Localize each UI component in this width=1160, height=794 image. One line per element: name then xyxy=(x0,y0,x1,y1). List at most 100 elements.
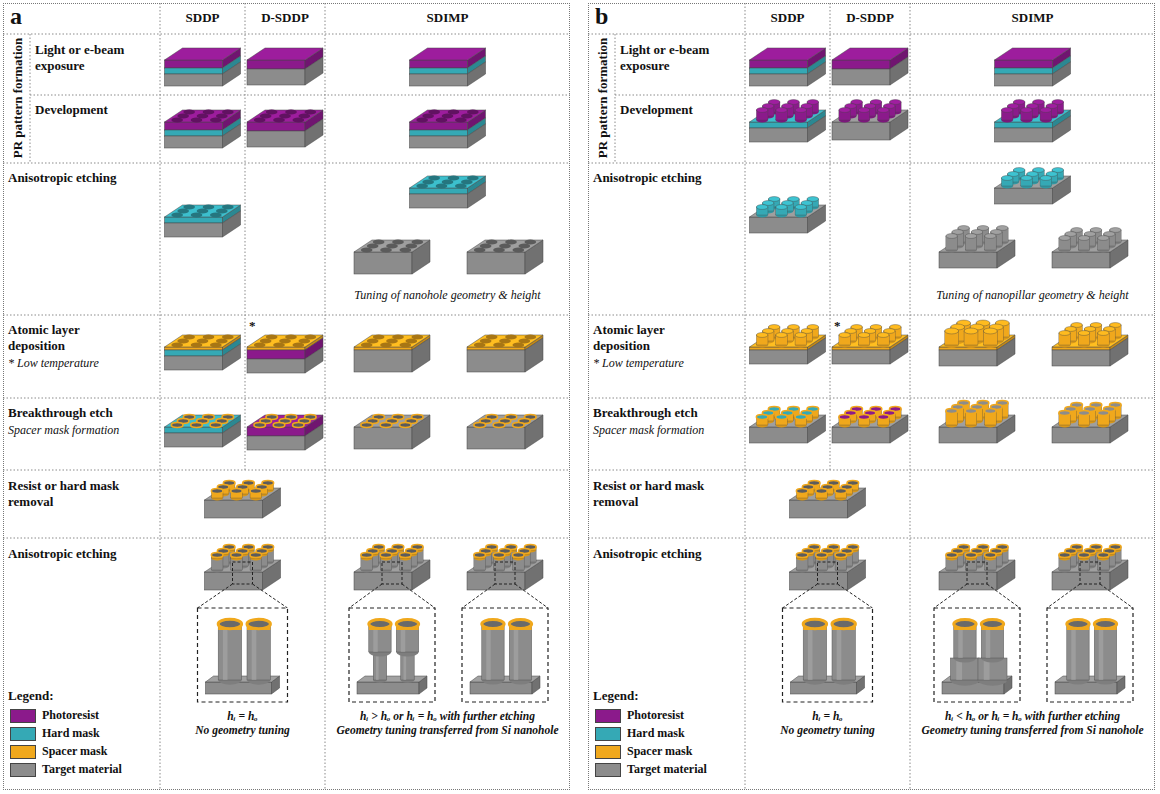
illustration-shape xyxy=(247,335,323,347)
row-label: Breakthrough etch xyxy=(593,405,743,421)
column-header: SDIMP xyxy=(325,10,570,26)
illustration-shape xyxy=(210,118,222,123)
illustration-shape xyxy=(247,131,305,147)
illustration-shape xyxy=(254,118,266,123)
illustration-shape xyxy=(803,619,826,628)
illustration-shape xyxy=(495,562,515,584)
illustration-shape xyxy=(211,489,223,494)
illustration-shape xyxy=(210,213,222,218)
illustration-shape xyxy=(750,350,808,364)
illustration-shape xyxy=(878,108,890,113)
grid-line xyxy=(30,34,31,163)
illustration-shape xyxy=(468,124,486,148)
illustration-shape xyxy=(493,248,505,253)
illustration-shape xyxy=(462,608,548,702)
panel-letter: b xyxy=(595,3,608,30)
illustration-shape xyxy=(509,620,531,629)
illustration-shape xyxy=(965,553,977,558)
legend-swatch xyxy=(10,727,36,741)
grid-line xyxy=(830,3,831,470)
illustration-shape xyxy=(783,584,818,608)
illustration-shape xyxy=(198,608,288,702)
legend-label: Spacer mask xyxy=(627,744,692,759)
caption: hᵢ > hₒ or hᵢ = hₒ with further etching xyxy=(327,710,568,722)
group-label: PR pattern formation xyxy=(594,36,610,161)
illustration-shape xyxy=(967,562,987,584)
illustration-shape xyxy=(513,423,525,428)
illustration-shape xyxy=(247,69,305,85)
illustration-shape xyxy=(361,553,373,558)
illustration-shape xyxy=(211,553,223,558)
legend-entry: Spacer mask xyxy=(595,744,692,759)
illustration-shape xyxy=(171,213,183,218)
illustration-shape xyxy=(858,415,870,420)
illustration-shape xyxy=(3,3,570,790)
illustration-shape xyxy=(455,184,467,189)
illustration-shape xyxy=(776,205,788,210)
illustration-shape xyxy=(965,234,977,239)
illustration-shape xyxy=(354,240,430,252)
illustration-shape xyxy=(513,553,525,558)
illustration-shape xyxy=(750,74,808,86)
illustration-shape xyxy=(468,62,486,86)
illustration-shape xyxy=(1078,553,1090,558)
illustration-shape xyxy=(1059,553,1071,558)
illustration-shape xyxy=(247,347,305,350)
row-label: Atomic layer deposition xyxy=(8,322,120,354)
illustration-shape xyxy=(357,682,419,694)
legend-label: Target material xyxy=(42,762,122,777)
illustration-shape xyxy=(1052,572,1110,590)
illustration-shape xyxy=(436,184,448,189)
note: * xyxy=(249,318,261,334)
illustration-shape xyxy=(165,335,241,347)
illustration-shape xyxy=(165,433,223,447)
illustration-shape xyxy=(803,624,826,680)
illustration-shape xyxy=(482,624,504,680)
illustration-shape xyxy=(1040,176,1052,181)
illustration-shape xyxy=(1052,347,1110,350)
illustration-shape xyxy=(985,234,997,239)
illustration-shape xyxy=(218,619,241,628)
column-header: SDDP xyxy=(745,10,830,26)
legend-entry: Target material xyxy=(10,762,122,777)
caption: hᵢ = hₒ xyxy=(162,710,323,722)
illustration-shape xyxy=(878,333,890,338)
illustration-shape xyxy=(305,424,323,450)
legend-swatch xyxy=(595,745,621,759)
legend-entry: Hard mask xyxy=(10,726,100,741)
illustration-shape xyxy=(1094,620,1116,629)
illustration-shape xyxy=(210,343,222,348)
illustration-shape xyxy=(380,343,392,348)
illustration-shape xyxy=(361,343,373,348)
illustration-shape xyxy=(995,128,1053,142)
illustration-shape xyxy=(218,624,241,680)
illustration-shape xyxy=(165,68,223,74)
illustration-shape xyxy=(273,343,285,348)
illustration-shape xyxy=(890,57,908,85)
illustration-shape xyxy=(486,624,490,680)
illustration-shape xyxy=(250,489,262,494)
caption: hᵢ = hₒ xyxy=(747,710,908,722)
illustration-shape xyxy=(354,347,412,350)
illustration-shape xyxy=(223,124,241,148)
illustration-shape xyxy=(795,205,807,210)
illustration-shape xyxy=(165,217,223,223)
note: Spacer mask formation xyxy=(8,423,158,438)
illustration-shape xyxy=(995,122,1053,128)
illustration-shape xyxy=(416,118,428,123)
illustration-shape xyxy=(995,60,1053,68)
illustration-shape xyxy=(1067,620,1089,629)
row-label: Anisotropic etching xyxy=(593,546,743,562)
legend-label: Hard mask xyxy=(42,726,100,741)
illustration-shape xyxy=(380,553,392,558)
illustration-shape xyxy=(832,350,890,364)
illustration-shape xyxy=(1052,350,1110,366)
grid-line xyxy=(615,34,616,163)
illustration-shape xyxy=(756,205,768,210)
illustration-shape xyxy=(191,343,203,348)
grid-line xyxy=(3,538,570,539)
illustration-shape xyxy=(402,584,435,608)
illustration-shape xyxy=(796,489,808,494)
legend-label: Spacer mask xyxy=(42,744,107,759)
